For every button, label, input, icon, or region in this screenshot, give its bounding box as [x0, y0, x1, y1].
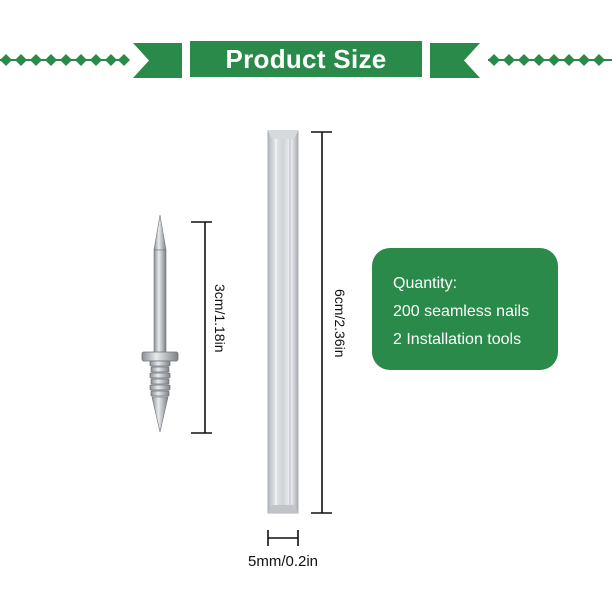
nail-length-label: 3cm/1.18in	[212, 284, 228, 353]
tool-length-dimension-line	[311, 131, 332, 514]
quantity-nails: 200 seamless nails	[393, 303, 530, 320]
banner-title: Product Size	[190, 41, 422, 77]
quantity-tools: 2 Installation tools	[393, 331, 522, 348]
tool-length-label: 6cm/2.36in	[332, 289, 348, 358]
quantity-info-box: Quantity: 200 seamless nails 2 Installat…	[372, 248, 558, 370]
tool-width-dimension-line	[267, 530, 299, 546]
installation-tool-icon	[267, 130, 299, 514]
nail-length-dimension-line	[191, 221, 212, 434]
left-diamond-chain-icon	[0, 54, 130, 66]
left-ribbon-tail	[133, 43, 182, 78]
seamless-nail-icon	[141, 214, 179, 433]
tool-width-label: 5mm/0.2in	[248, 553, 319, 570]
right-ribbon-tail	[430, 43, 480, 78]
quantity-heading: Quantity:	[393, 275, 458, 292]
right-diamond-chain-icon	[488, 54, 612, 66]
